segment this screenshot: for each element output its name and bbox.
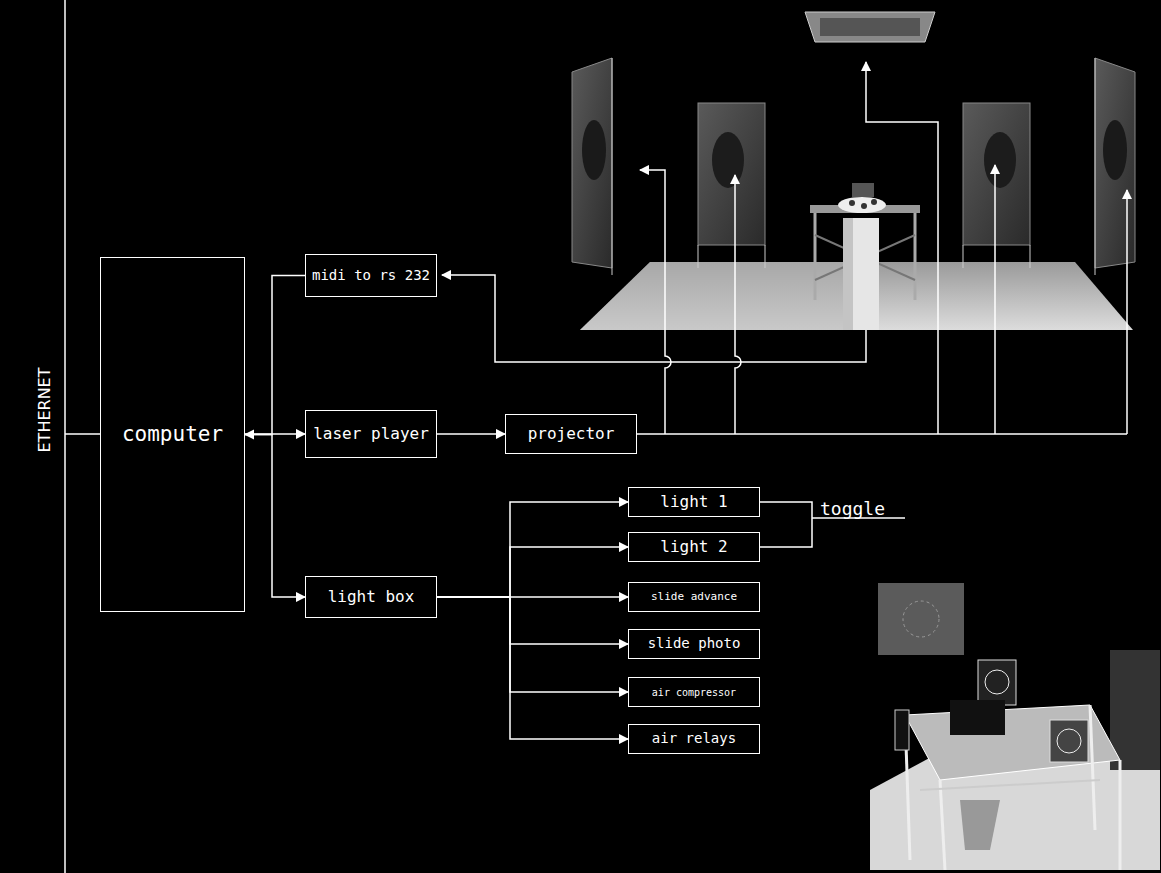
box-label: slide advance <box>651 591 737 603</box>
box-label: air relays <box>652 731 736 746</box>
signal-connector <box>245 276 305 435</box>
ceiling-screen <box>805 12 935 42</box>
screen-image <box>1103 120 1127 180</box>
signal-connector <box>437 597 628 692</box>
box-label: light 1 <box>660 493 727 511</box>
screen-stand <box>1095 58 1096 275</box>
signal-connector <box>437 597 628 739</box>
ceiling-image <box>820 18 920 36</box>
box-label: projector <box>528 425 615 443</box>
screen-image <box>712 132 744 188</box>
screen-stand <box>698 245 699 268</box>
toggle-label: toggle <box>820 500 885 518</box>
ethernet-line <box>64 0 66 873</box>
device-box: laser player <box>305 410 437 458</box>
device-box: air relays <box>628 724 760 754</box>
projection-lines <box>442 62 1127 434</box>
screen-stand <box>612 58 613 275</box>
screen-left-inner <box>698 103 765 245</box>
device-box: air compressor <box>628 677 760 707</box>
signal-connector <box>245 435 305 598</box>
screen-stand <box>765 245 766 268</box>
device-box: light box <box>305 576 437 618</box>
device-box: slide advance <box>628 582 760 612</box>
device-box: computer <box>100 257 245 612</box>
box-label: air compressor <box>652 687 736 698</box>
device-box: slide photo <box>628 629 760 659</box>
device-box: midi to rs 232 <box>305 254 437 297</box>
network-label: ETHERNET <box>37 368 53 453</box>
signal-connector <box>437 433 505 435</box>
screen-stand <box>1030 245 1031 268</box>
box-label: slide photo <box>648 636 741 651</box>
inset-illustration <box>870 583 1160 870</box>
screen-image <box>582 120 606 180</box>
screen-right-outer <box>1095 58 1135 268</box>
device-box: light 2 <box>628 532 760 562</box>
signal-connector <box>437 502 628 597</box>
box-label: light 2 <box>660 538 727 556</box>
device-box: light 1 <box>628 487 760 517</box>
ethernet-tap <box>65 433 100 435</box>
device-box: projector <box>505 414 637 454</box>
box-label: laser player <box>313 425 429 443</box>
signal-connector <box>437 597 628 644</box>
screen-stand <box>963 245 964 268</box>
screen-image <box>984 132 1016 188</box>
box-label: midi to rs 232 <box>312 268 430 283</box>
signal-connector <box>437 547 628 597</box>
screen-left-outer <box>572 58 612 268</box>
box-label: computer <box>122 423 223 446</box>
floor-shade <box>580 262 860 330</box>
screen-right-inner <box>963 103 1030 245</box>
control-table <box>810 183 920 330</box>
box-label: light box <box>328 588 415 606</box>
